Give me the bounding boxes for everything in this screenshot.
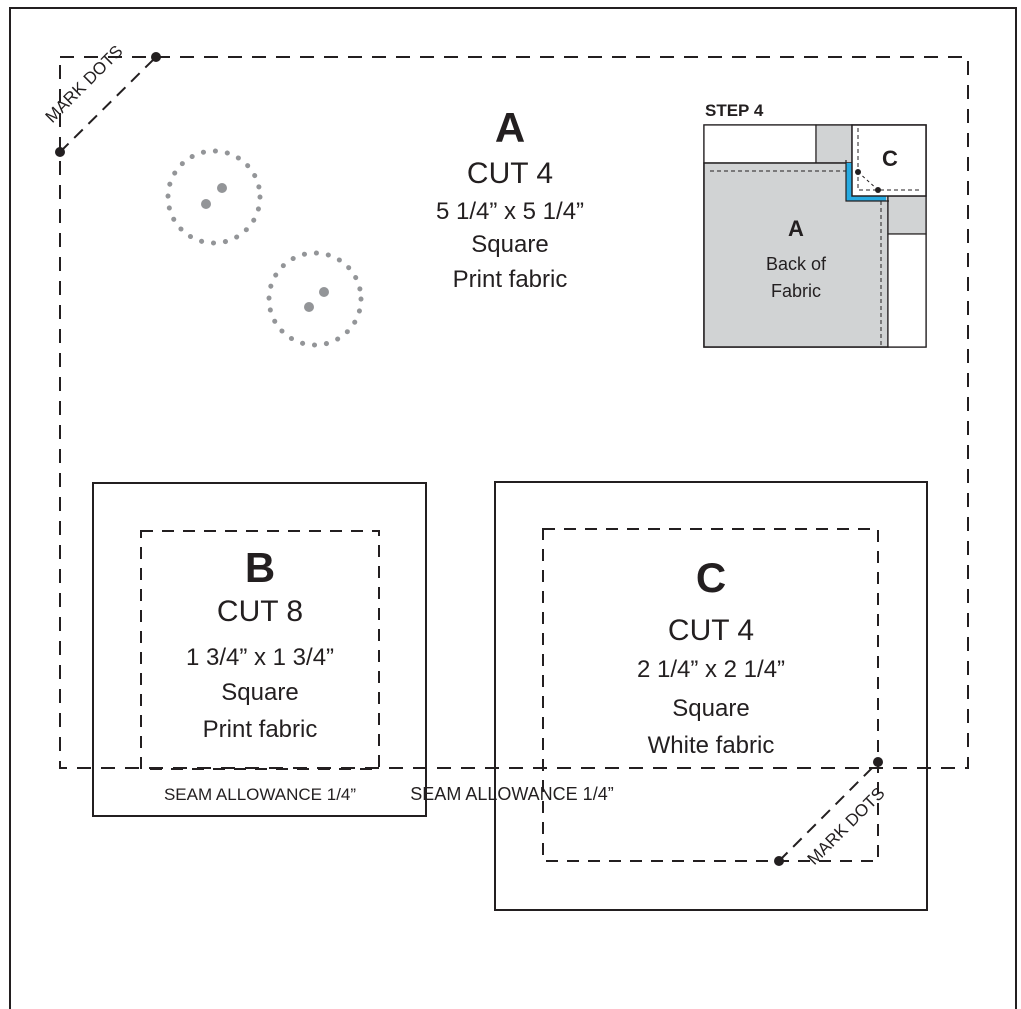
mark-dot	[55, 147, 65, 157]
piece-a-size: 5 1/4” x 5 1/4”	[436, 198, 584, 225]
button-2-stitch-ring	[266, 250, 364, 348]
piece-c-letter: C	[696, 554, 726, 601]
piece-c-cut: CUT 4	[668, 614, 754, 647]
step-4-inset: STEP 4 C A Back of Fabric	[703, 101, 927, 348]
piece-c: C CUT 4 2 1/4” x 2 1/4” Square White fab…	[494, 481, 928, 911]
piece-a-letter: A	[495, 104, 525, 151]
piece-a-shape: Square	[471, 231, 548, 258]
piece-b-fabric: Print fabric	[203, 716, 318, 743]
piece-b-letter: B	[245, 544, 275, 591]
piece-a-seam-line	[59, 56, 969, 769]
step-seam-highlight	[846, 163, 886, 201]
button-2-hole	[304, 302, 314, 312]
mark-dots-top-label: MARK DOTS	[42, 42, 127, 127]
button-1-hole	[217, 183, 227, 193]
step-label-a: A	[788, 216, 804, 241]
piece-a-cut: CUT 4	[467, 157, 553, 190]
mark-dot	[774, 856, 784, 866]
step-back-line1: Back of	[766, 254, 827, 274]
step-title: STEP 4	[705, 101, 764, 120]
piece-b-seam-line	[140, 530, 380, 770]
step-piece-c	[851, 124, 927, 197]
piece-c-fabric: White fabric	[648, 732, 775, 759]
mark-dot	[873, 757, 883, 767]
piece-c-shape: Square	[672, 695, 749, 722]
step-label-c: C	[882, 146, 898, 171]
button-2-hole	[319, 287, 329, 297]
mark-dots-bottom-label: MARK DOTS	[804, 784, 889, 869]
button-1-hole	[201, 199, 211, 209]
piece-a-fabric: Print fabric	[453, 266, 568, 293]
button-decoration	[165, 148, 364, 348]
page-frame	[9, 7, 1017, 1009]
piece-b: B CUT 8 1 3/4” x 1 3/4” Square Print fab…	[92, 482, 427, 817]
piece-b-shape: Square	[221, 679, 298, 706]
piece-c-size: 2 1/4” x 2 1/4”	[637, 656, 785, 683]
mark-dot	[151, 52, 161, 62]
piece-b-size: 1 3/4” x 1 3/4”	[186, 644, 334, 671]
button-1-stitch-ring	[165, 148, 263, 246]
bottom-seam-label: SEAM ALLOWANCE 1/4”	[410, 784, 613, 804]
step-back-line2: Fabric	[771, 281, 821, 301]
piece-c-cut-line	[494, 481, 928, 911]
piece-b-cut: CUT 8	[217, 595, 303, 628]
piece-b-cut-line	[92, 482, 427, 817]
piece-a-info: A CUT 4 5 1/4” x 5 1/4” Square Print fab…	[436, 104, 584, 293]
piece-b-seam-label: SEAM ALLOWANCE 1/4”	[164, 785, 356, 804]
